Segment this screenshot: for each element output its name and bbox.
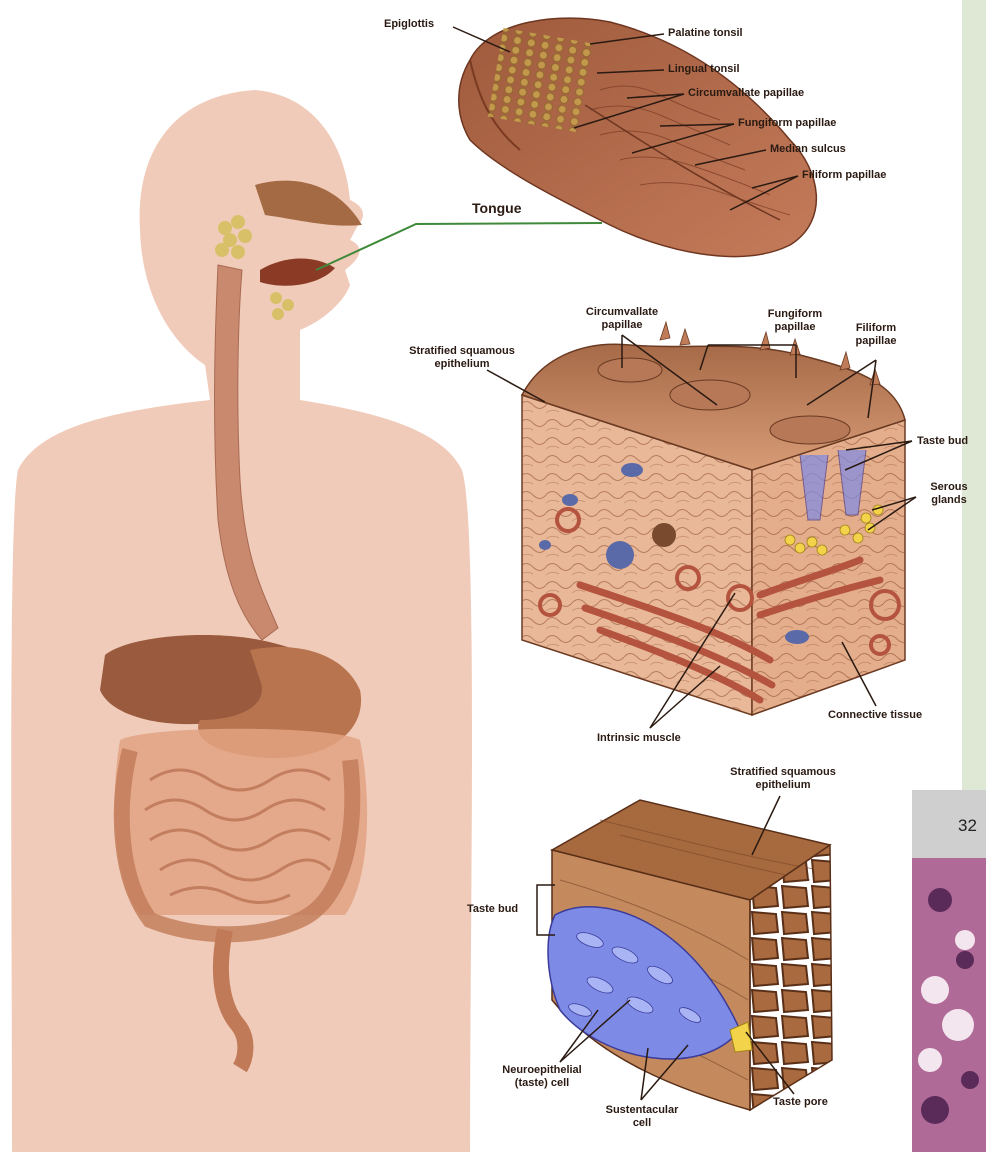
label-sustentacular-cell: Sustentacular cell <box>592 1104 692 1130</box>
label-connective-tissue: Connective tissue <box>828 709 922 722</box>
label-lingual-tonsil: Lingual tonsil <box>668 63 740 76</box>
label-tongue: Tongue <box>472 202 522 215</box>
label-epiglottis: Epiglottis <box>384 18 434 31</box>
label-fungiform-papillae: Fungiform papillae <box>738 117 836 130</box>
label-filiform-papillae-2: Filiform papillae <box>836 322 916 348</box>
label-stratified-squamous-1: Stratified squamous epithelium <box>390 345 534 371</box>
label-circumvallate-papillae-2: Circumvallate papillae <box>570 306 674 332</box>
tongue-tissue-block <box>522 322 905 715</box>
page-number: 32 <box>958 816 977 836</box>
label-filiform-papillae: Filiform papillae <box>802 169 886 182</box>
label-circumvallate-papillae: Circumvallate papillae <box>688 87 804 100</box>
label-fungiform-papillae-2: Fungiform papillae <box>755 308 835 334</box>
right-page-strip <box>912 0 986 1152</box>
label-intrinsic-muscle: Intrinsic muscle <box>597 732 681 745</box>
label-median-sulcus: Median sulcus <box>770 143 846 156</box>
label-palatine-tonsil: Palatine tonsil <box>668 27 743 40</box>
label-serous-glands: Serous glands <box>920 481 978 507</box>
tongue-leader-line <box>316 223 602 270</box>
label-stratified-squamous-2: Stratified squamous epithelium <box>708 766 858 792</box>
tongue-illustration <box>459 18 817 256</box>
label-taste-bud-1: Taste bud <box>917 435 968 448</box>
label-neuroepithelial-cell: Neuroepithelial (taste) cell <box>490 1064 594 1090</box>
label-taste-pore: Taste pore <box>773 1096 828 1109</box>
label-taste-bud-2: Taste bud <box>467 903 518 916</box>
